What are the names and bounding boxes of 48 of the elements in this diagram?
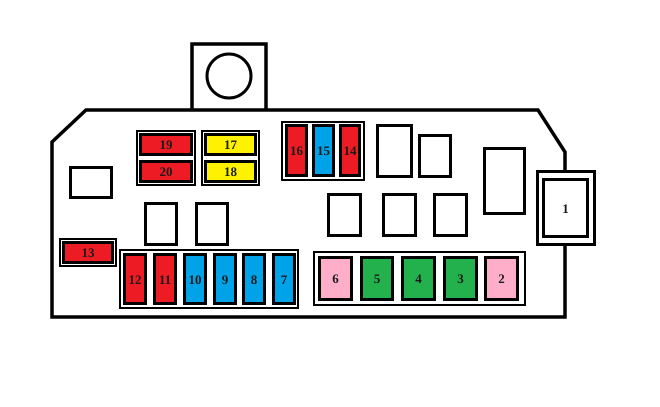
relay-box [327,193,362,237]
fuse-number: 20 [160,165,172,178]
relay-box [418,134,452,178]
fuse-number: 16 [290,144,303,157]
fuse [139,160,193,183]
fuse-number: 15 [317,144,330,157]
fuse [123,253,147,305]
relay-box [433,193,468,237]
fuse [443,256,478,301]
fuse [204,160,257,183]
fuse [139,133,193,156]
relay-box [195,202,229,246]
fuse-number: 11 [158,272,172,286]
relay-box [144,202,178,246]
fuse-number: 6 [332,272,339,285]
fuse-number: 12 [128,272,142,286]
fuse-number: 4 [415,272,422,285]
fuse [484,256,519,301]
fuse [242,253,266,305]
fuse [401,256,436,301]
fuse-number: 9 [222,272,228,286]
fuse [285,124,308,177]
fuse [272,253,296,305]
fuse-number: 8 [250,272,258,286]
fuse [360,256,394,301]
fuse [153,253,177,305]
relay-box [376,124,413,178]
fuse-number: 14 [344,144,356,157]
fuse-number: 10 [188,272,202,286]
fuse-number: 19 [160,138,172,151]
fuse-number: 13 [82,246,94,259]
fuse [213,253,237,305]
fuse-number: 3 [457,272,464,285]
fuse [339,124,361,177]
fuse [312,124,335,177]
relay-box [483,147,526,215]
fuse [204,133,257,156]
relay-box [382,193,417,237]
fuse-number: 5 [374,272,380,285]
fuse [183,253,207,305]
fuse-number: 18 [224,165,237,178]
relay-number: 1 [562,202,569,214]
fuse [318,256,353,301]
fuse-number: 17 [224,138,237,151]
fuse-number: 7 [280,272,288,286]
fuse-number: 2 [498,272,505,285]
relay-box [69,166,113,199]
relay-box [542,178,589,238]
